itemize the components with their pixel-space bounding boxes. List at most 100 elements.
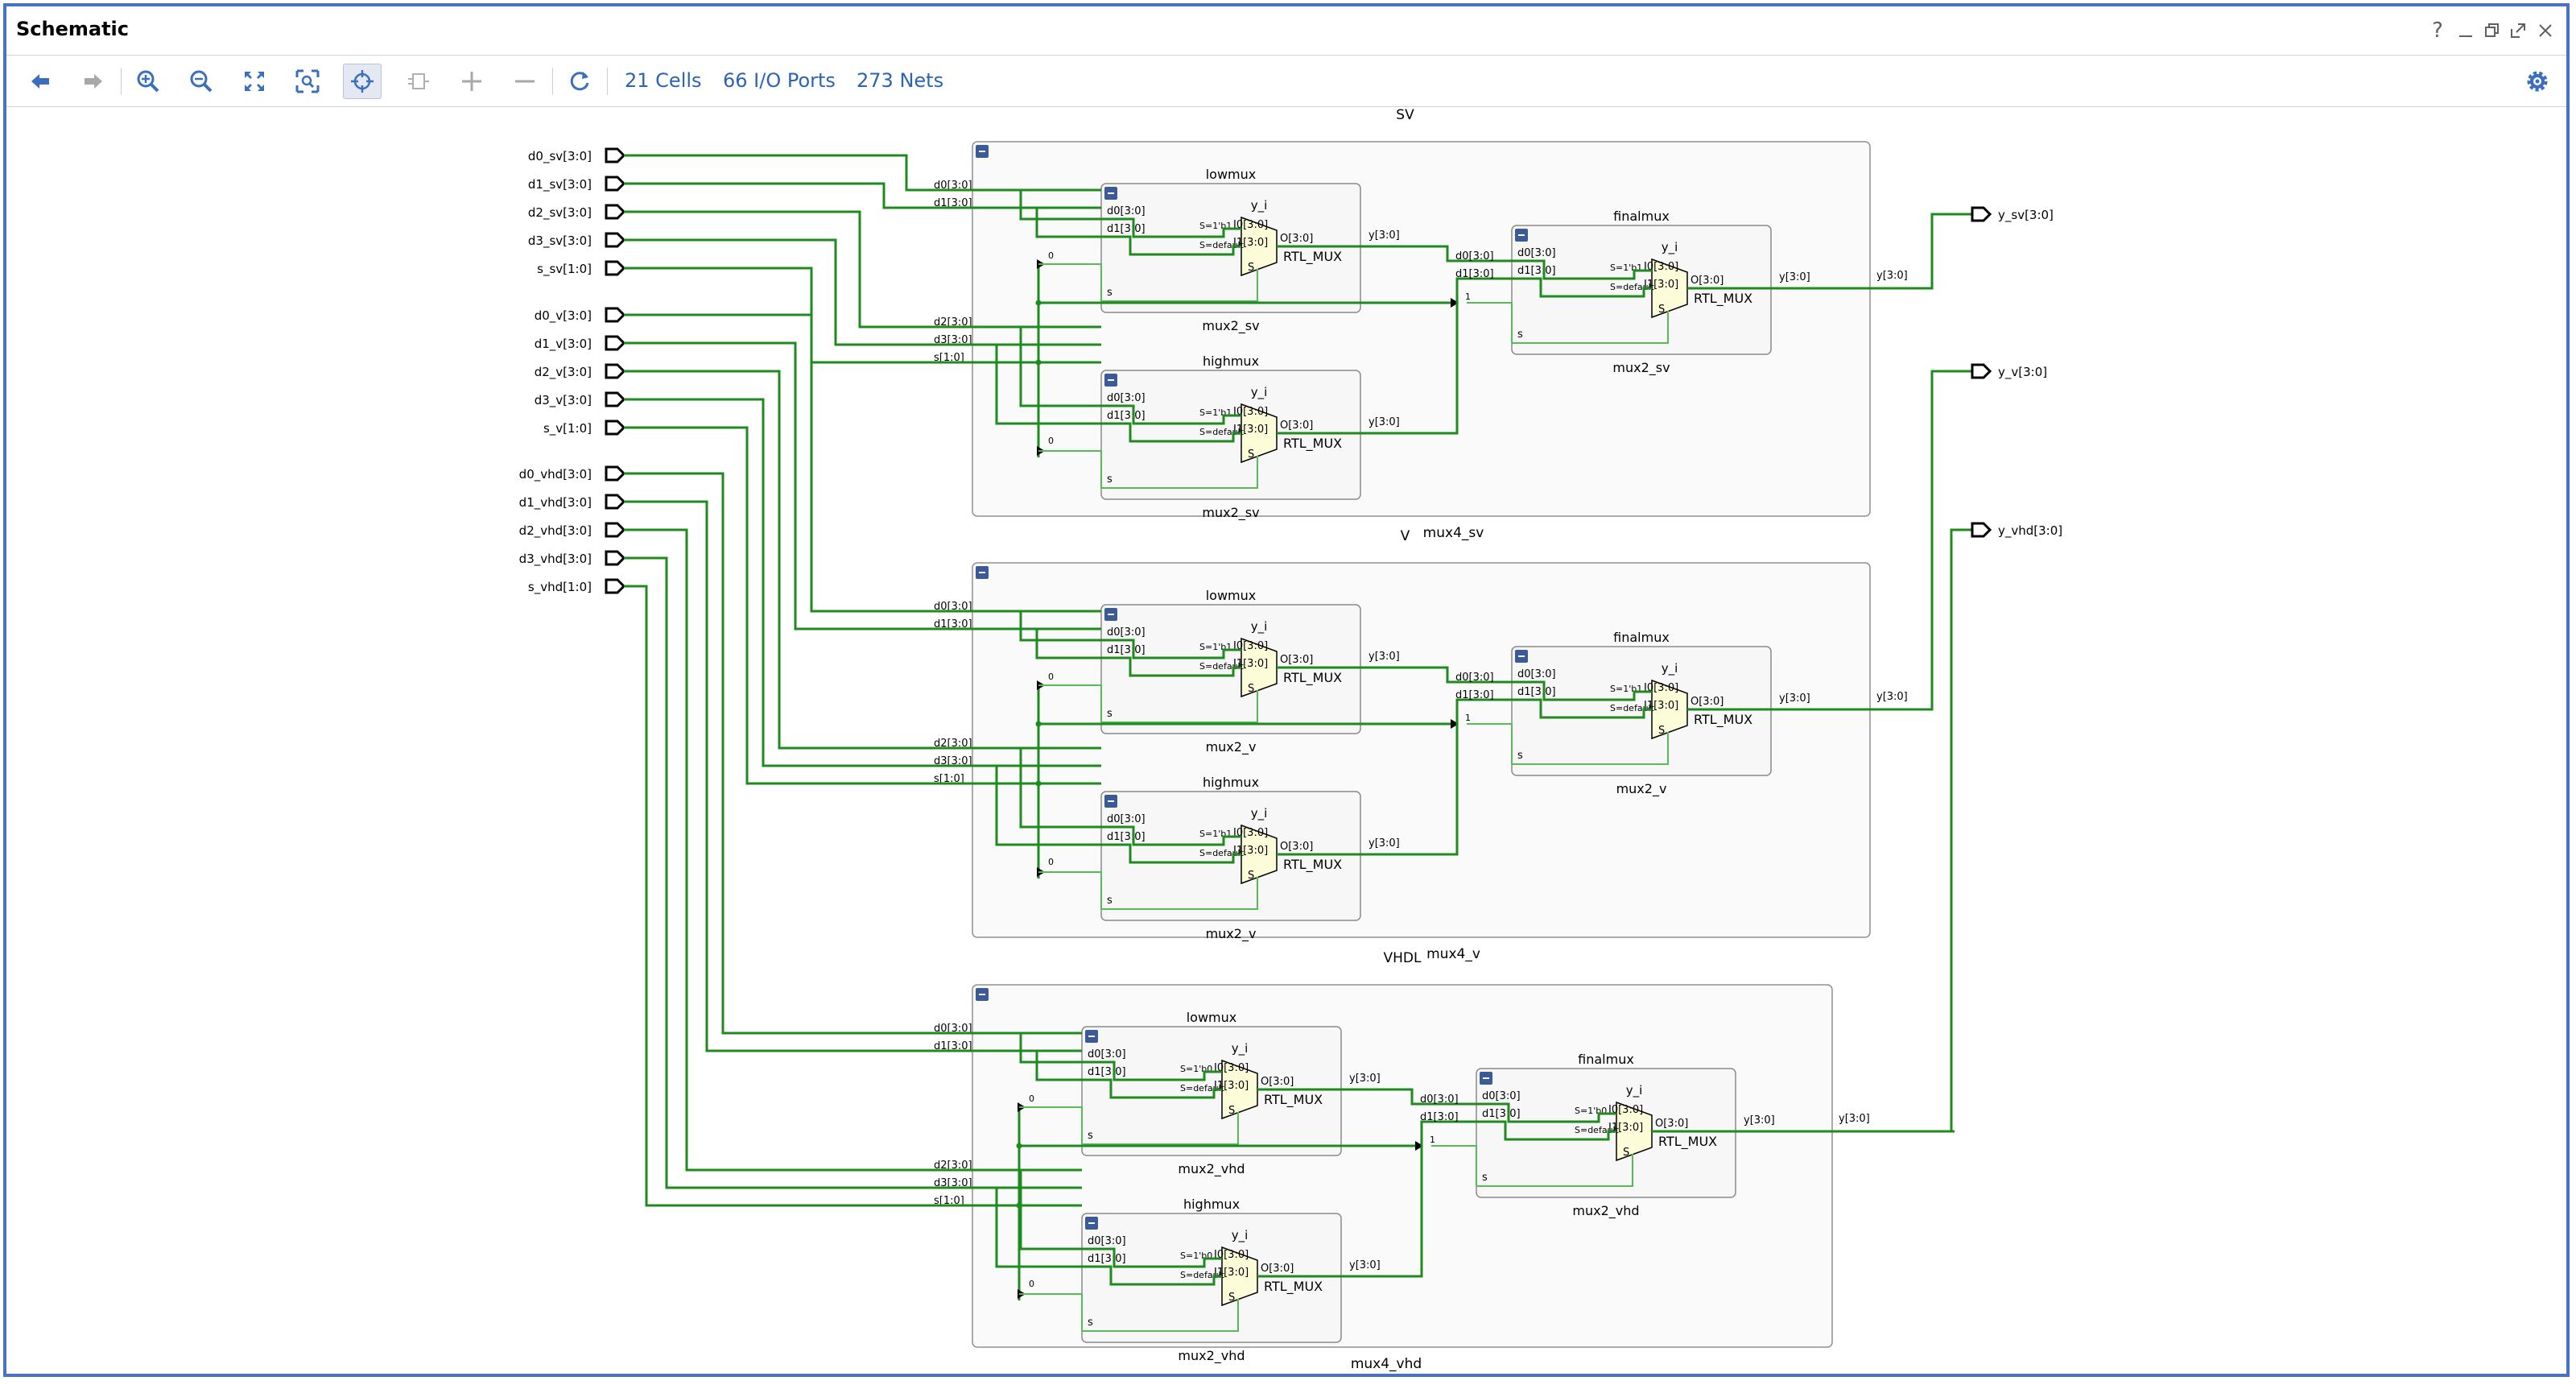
submodule-box[interactable] [1100,604,1361,734]
net-wire[interactable] [1101,639,1241,659]
net-wire[interactable] [972,325,1101,407]
maximize-icon[interactable] [2502,14,2534,47]
net-wire[interactable] [624,500,1082,1052]
back-icon[interactable] [21,64,60,99]
input-port-icon[interactable] [605,232,626,248]
net-wire[interactable] [1409,698,1512,856]
cells-link[interactable]: 21 Cells [625,69,702,92]
net-wire[interactable] [1101,235,1241,256]
net-wire[interactable] [1930,213,1972,290]
input-port-icon[interactable] [605,578,626,594]
net-wire[interactable] [972,1168,1082,1251]
refresh-icon[interactable] [560,64,599,99]
net-wire[interactable] [1512,259,1652,280]
mux-symbol[interactable] [1651,679,1688,740]
net-wire[interactable] [1101,843,1241,864]
input-port-icon[interactable] [605,522,626,538]
net-wire[interactable] [972,1186,1082,1268]
net-wire[interactable] [1082,1265,1222,1286]
zoom-out-icon[interactable] [182,64,221,99]
net-wire[interactable] [624,426,1101,785]
net-wire[interactable] [1930,370,1972,711]
io-ports-link[interactable]: 66 I/O Ports [723,69,836,92]
net-wire[interactable] [1101,422,1241,443]
net-wire[interactable] [1512,698,1652,719]
input-port-icon[interactable] [605,494,626,510]
net-wire[interactable] [624,370,1101,750]
help-icon[interactable]: ? [2432,19,2443,43]
net-wire[interactable] [972,627,1101,659]
submodule-box[interactable] [1100,370,1361,500]
net-wire[interactable] [624,398,1101,767]
net-wire[interactable] [1082,1060,1222,1081]
net-wire[interactable] [624,472,1082,1035]
net-wire[interactable] [972,1049,1082,1081]
net-wire[interactable] [972,764,1101,846]
net-wire[interactable] [1467,723,1513,764]
zoom-fit-icon[interactable] [235,64,274,99]
mux-symbol[interactable] [1651,258,1688,319]
submodule-box[interactable] [1100,791,1361,921]
net-wire[interactable] [1476,1120,1616,1141]
input-port-icon[interactable] [605,363,626,379]
mux-symbol[interactable] [1241,637,1278,698]
net-wire[interactable] [1512,680,1652,701]
net-wire[interactable] [1038,450,1102,488]
net-wire[interactable] [1512,311,1669,344]
net-wire[interactable] [1019,1293,1083,1331]
net-wire[interactable] [1512,732,1669,765]
net-wire[interactable] [1038,263,1102,301]
net-wire[interactable] [1101,404,1241,425]
gear-icon[interactable] [2518,64,2557,99]
input-port-icon[interactable] [605,260,626,276]
net-wire[interactable] [1038,684,1102,722]
mux-symbol[interactable] [1241,824,1278,885]
net-wire[interactable] [1082,1078,1222,1099]
net-wire[interactable] [1389,1120,1476,1278]
forward-icon[interactable] [74,64,113,99]
add-icon[interactable] [452,64,491,99]
input-port-icon[interactable] [605,335,626,351]
net-wire[interactable] [1101,269,1258,302]
net-wire[interactable] [1512,277,1652,298]
mux-symbol[interactable] [1221,1246,1258,1307]
net-wire[interactable] [1101,217,1241,238]
mux-symbol[interactable] [1241,403,1278,464]
collapse-icon[interactable] [399,64,438,99]
net-wire[interactable] [624,313,1101,613]
net-wire[interactable] [624,585,1082,1207]
select-icon[interactable] [343,64,382,99]
input-port-icon[interactable] [605,391,626,407]
net-wire[interactable] [1476,1154,1633,1187]
net-wire[interactable] [1950,528,1972,1133]
minimize-icon[interactable] [2450,14,2482,47]
mux-symbol[interactable] [1241,216,1278,277]
net-wire[interactable] [1409,277,1512,435]
net-wire[interactable] [972,188,1101,221]
output-port-icon[interactable] [1971,206,1992,222]
input-port-icon[interactable] [605,465,626,482]
net-wire[interactable] [1101,690,1258,723]
net-wire[interactable] [1038,871,1102,909]
submodule-box[interactable] [1511,225,1772,355]
input-port-icon[interactable] [605,147,626,163]
remove-icon[interactable] [506,64,544,99]
input-port-icon[interactable] [605,204,626,220]
submodule-box[interactable] [1100,183,1361,313]
zoom-in-icon[interactable] [129,64,167,99]
submodule-box[interactable] [1081,1026,1342,1156]
net-wire[interactable] [1101,877,1258,910]
submodule-box[interactable] [1476,1068,1736,1198]
input-port-icon[interactable] [605,550,626,566]
net-wire[interactable] [1467,302,1513,343]
submodule-box[interactable] [1081,1213,1342,1343]
net-wire[interactable] [624,238,1101,346]
net-wire[interactable] [972,206,1101,238]
net-wire[interactable] [624,556,1082,1189]
restore-icon[interactable] [2476,14,2508,47]
net-wire[interactable] [972,1032,1082,1064]
net-wire[interactable] [624,341,1101,630]
input-port-icon[interactable] [605,307,626,323]
net-wire[interactable] [1082,1247,1222,1268]
